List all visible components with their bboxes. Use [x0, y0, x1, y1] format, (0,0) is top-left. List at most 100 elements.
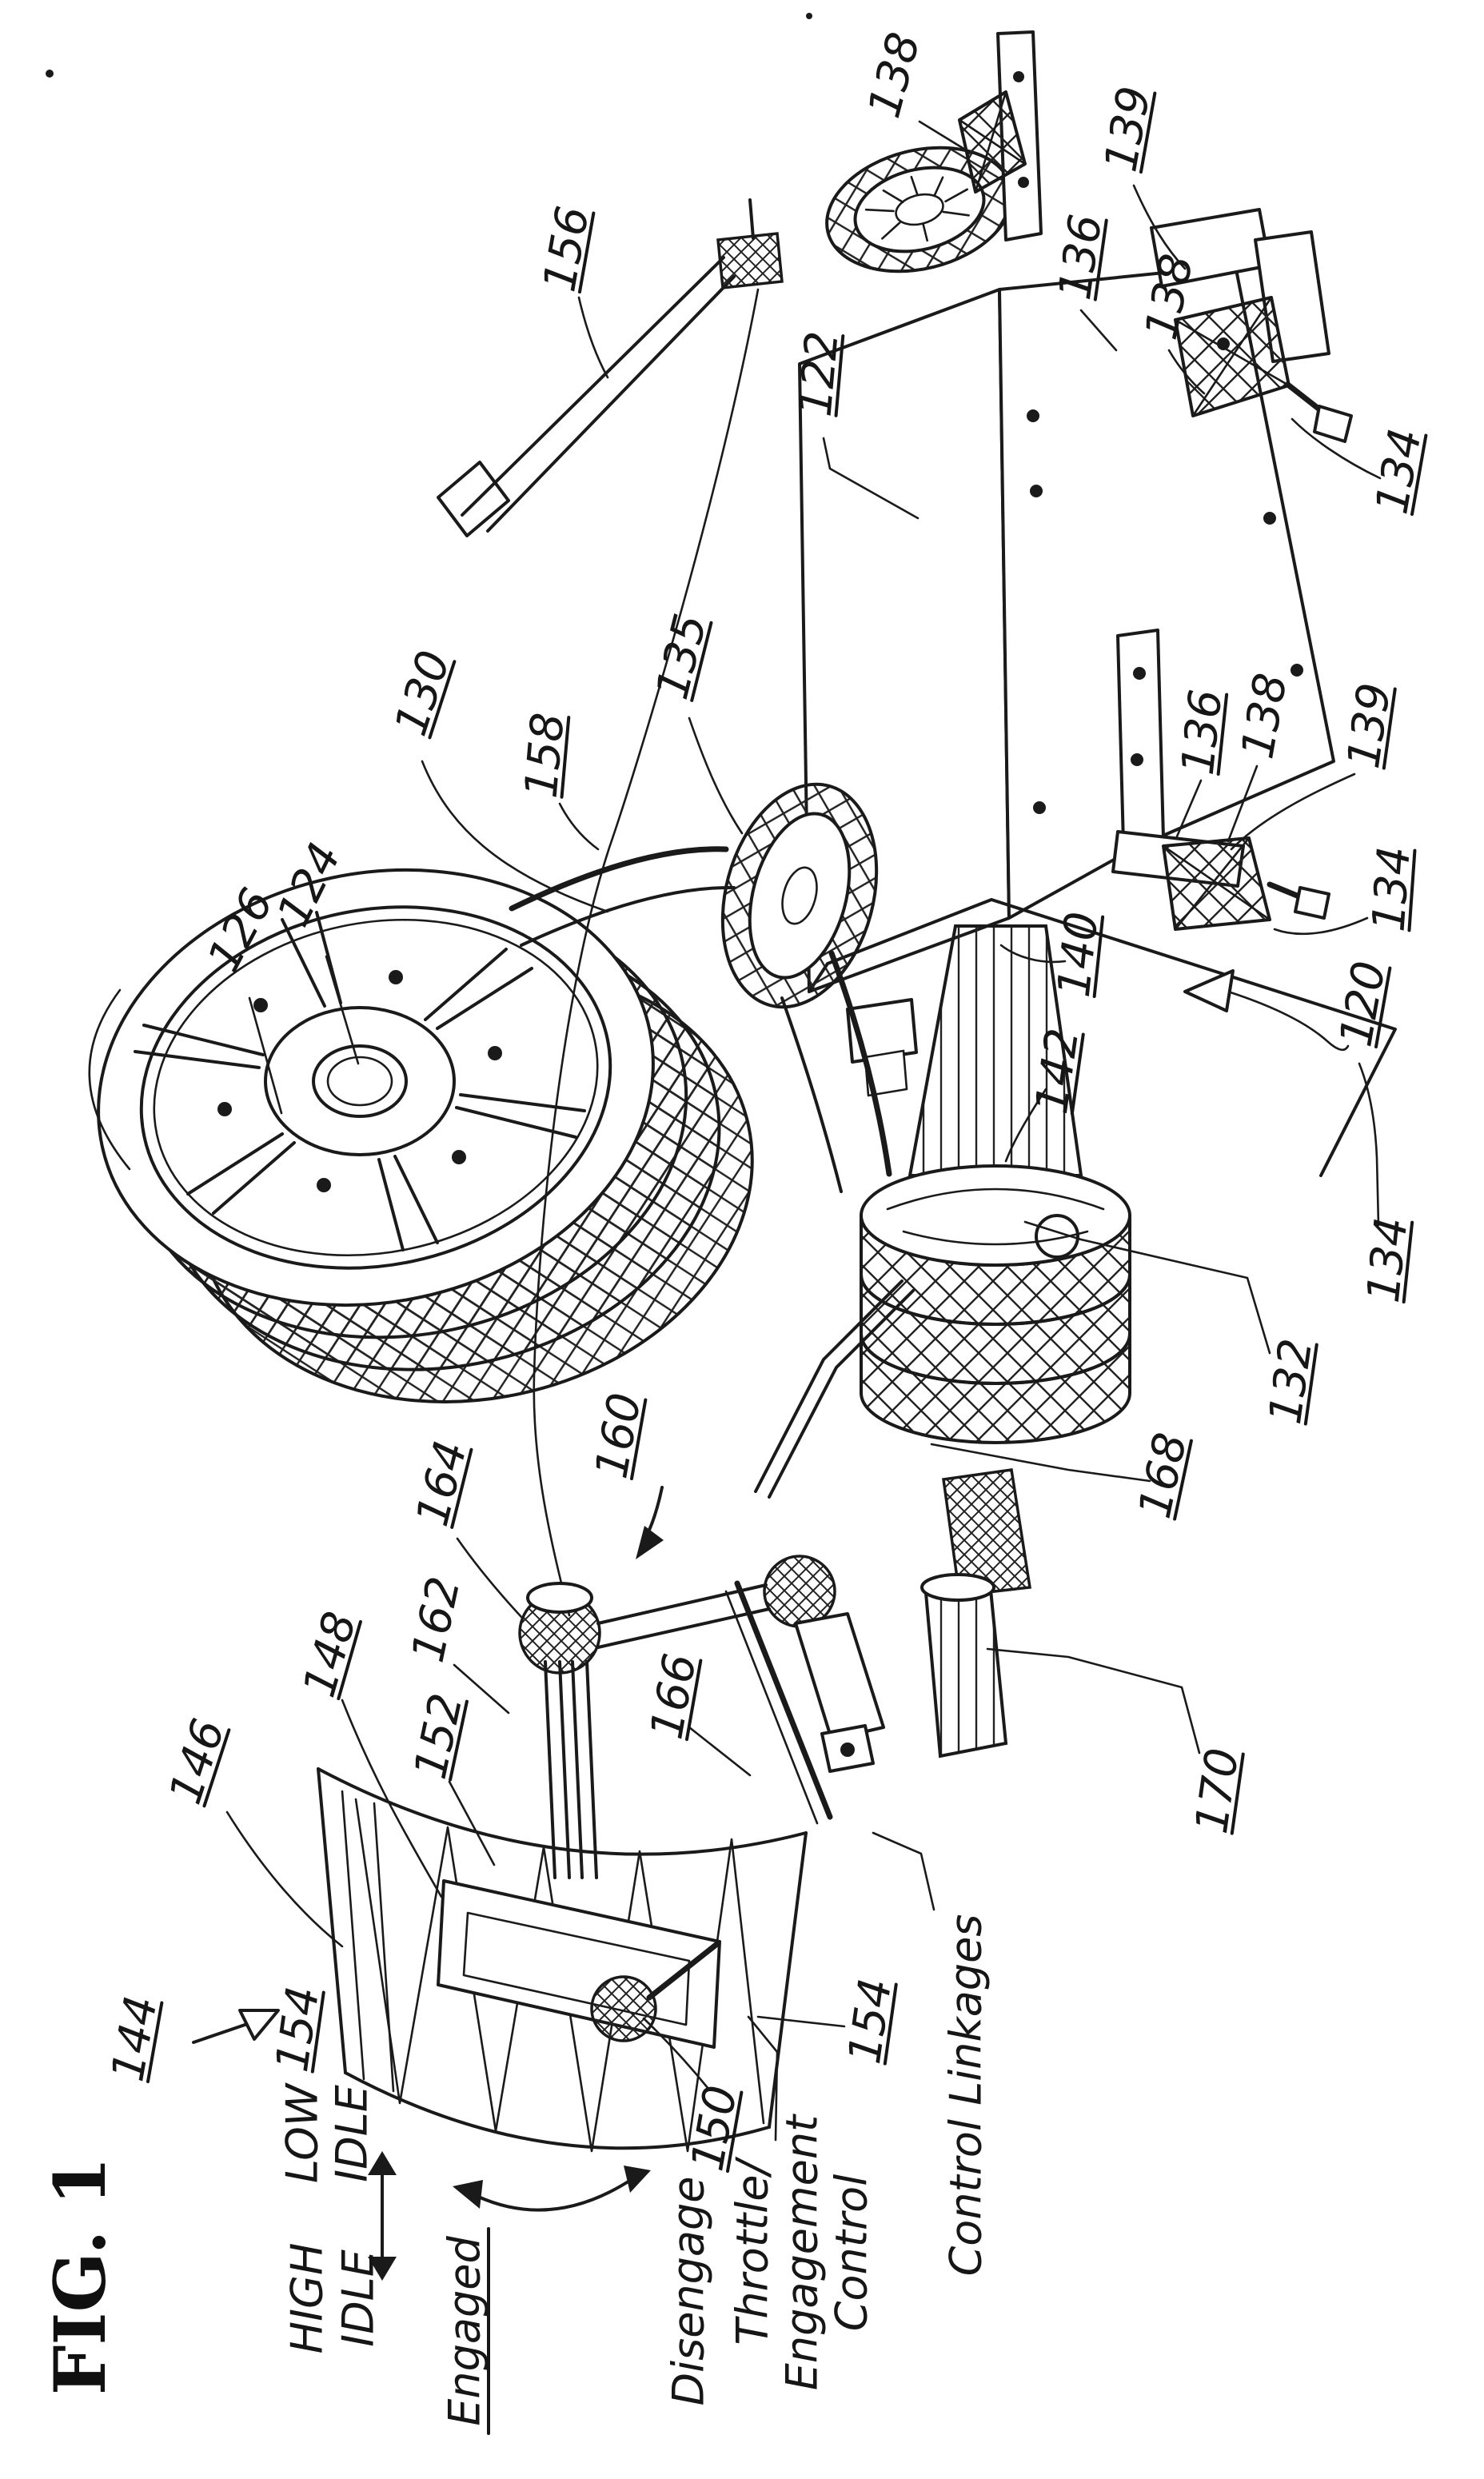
- control-linkage: [518, 1279, 1032, 1879]
- callout-144: 144: [102, 1992, 168, 2086]
- note-throttle-line2: Engagement: [777, 2114, 828, 2390]
- ink-speck: [46, 70, 54, 78]
- note-engaged-label: Engaged: [440, 2236, 490, 2426]
- leader-132: [1023, 1220, 1271, 1355]
- callout-158: 158: [516, 711, 575, 800]
- leader-156: [577, 296, 609, 379]
- clutch-drum: [860, 1164, 1131, 1444]
- leader-122: [822, 437, 920, 520]
- callout-134-upper: 134: [1366, 425, 1432, 518]
- callout-164-label: 164: [406, 1435, 477, 1531]
- leader-136b: [1175, 779, 1203, 838]
- figure-label: FIG. 1: [38, 2157, 122, 2395]
- actuator-body: [794, 1612, 885, 1741]
- leader-158: [558, 802, 600, 851]
- flywheel-pulley: [88, 868, 754, 1403]
- note-throttle-control: Throttle/ Engagement Control: [728, 2114, 877, 2390]
- callout-162: 162: [402, 1572, 471, 1667]
- callout-139-top-label: 139: [1095, 82, 1161, 176]
- callout-142: 142: [1026, 1025, 1089, 1117]
- note-throttle-line1: Throttle/: [728, 2156, 778, 2345]
- callout-130: 130: [385, 645, 461, 742]
- vibration-isolator-top: [958, 90, 1027, 194]
- leader-130: [421, 760, 609, 913]
- callout-156-label: 156: [533, 202, 600, 296]
- vibration-isolator-upper: [1174, 296, 1353, 443]
- callout-154-left-label: 154: [266, 1983, 329, 2075]
- callout-148: 148: [293, 1607, 367, 1703]
- leader-135: [688, 717, 744, 835]
- callout-135: 135: [646, 609, 717, 704]
- callout-134-mid: 134: [1362, 844, 1420, 933]
- callout-136-top: 136: [1049, 211, 1112, 303]
- note-throttle-line3: Control: [827, 2174, 877, 2331]
- frame-arrow-120: [1183, 969, 1350, 1052]
- callout-139-mid: 139: [1338, 680, 1401, 772]
- leader-154b: [756, 2015, 846, 2028]
- callout-138-top: 138: [859, 27, 931, 123]
- callout-134-upper-label: 134: [1366, 425, 1432, 518]
- leader-138b: [1167, 349, 1206, 395]
- callout-142-label: 142: [1026, 1025, 1089, 1117]
- note-high-idle-line2: IDLE: [333, 2249, 384, 2347]
- leader-139b: [1230, 772, 1356, 851]
- engine-pulley: [720, 782, 879, 1009]
- note-low-idle-line2: IDLE: [327, 2084, 377, 2182]
- callout-120: 120: [1330, 957, 1396, 1051]
- leader-control-linkages: [872, 1831, 935, 1911]
- callout-140: 140: [1048, 909, 1109, 1000]
- callout-148-label: 148: [293, 1607, 367, 1703]
- ball-lever: [590, 1940, 721, 2042]
- leader-166: [688, 1726, 752, 1777]
- throttle-rod: [734, 1580, 833, 1820]
- throttle-direction-arrow: [636, 1486, 664, 1559]
- flywheel-spokes: [134, 911, 586, 1251]
- ink-speck: [806, 13, 812, 19]
- note-disengage: Disengage: [664, 2176, 714, 2405]
- callout-160-label: 160: [585, 1389, 652, 1483]
- note-high-idle: HIGH IDLE: [282, 2243, 384, 2354]
- leader-142: [1004, 1088, 1047, 1163]
- engage-disengage-arrow: [453, 2166, 651, 2212]
- leader-168: [930, 1443, 1151, 1483]
- guard-drum: [317, 1767, 808, 2153]
- callout-135-label: 135: [646, 609, 717, 704]
- callout-154-right: 154: [839, 1975, 902, 2067]
- callout-166: 166: [640, 1650, 707, 1743]
- callout-144-label: 144: [102, 1992, 168, 2086]
- leader-139a: [1132, 184, 1187, 270]
- leader-152: [448, 1780, 496, 1866]
- vertical-actuator: [920, 1573, 1008, 1758]
- bellcrank-lattice: [942, 1468, 1032, 1597]
- callout-154-left: 154: [266, 1983, 329, 2075]
- callout-138-top-label: 138: [859, 27, 931, 123]
- leader-150: [642, 2017, 710, 2090]
- note-high-idle-line1: HIGH: [282, 2243, 333, 2354]
- callout-130-label: 130: [385, 645, 461, 742]
- leader-170: [986, 1647, 1201, 1754]
- leader-146: [225, 1810, 344, 1948]
- leader-126: [248, 996, 283, 1115]
- leader-138a: [918, 120, 971, 154]
- slot-bracket: [437, 1879, 721, 2049]
- callout-139-top: 139: [1095, 82, 1161, 176]
- leader-134a: [1291, 417, 1382, 480]
- callout-122: 122: [790, 329, 849, 419]
- callout-136-mid: 136: [1172, 687, 1233, 777]
- throttle-cable: [533, 288, 760, 1617]
- callout-152: 152: [405, 1689, 473, 1783]
- drive-belt: [509, 846, 892, 1193]
- callout-166-label: 166: [640, 1650, 707, 1743]
- handwritten-annotations: LOW IDLE HIGH IDLE Engaged Disengage Thr…: [277, 1914, 991, 2435]
- control-rod: [544, 1660, 598, 1879]
- leader-134b: [1273, 916, 1369, 936]
- callout-146-label: 146: [159, 1713, 235, 1810]
- callout-120-label: 120: [1330, 957, 1396, 1051]
- idle-range-arrow: [368, 2151, 397, 2281]
- reference-numerals: 156 158 130 135 122 126 124 138 139 136 …: [102, 27, 1432, 2175]
- callout-139-mid-label: 139: [1338, 680, 1401, 772]
- note-engaged: Engaged: [440, 2227, 490, 2435]
- callout-164: 164: [406, 1435, 477, 1531]
- idler-bracket-arm: [437, 198, 784, 537]
